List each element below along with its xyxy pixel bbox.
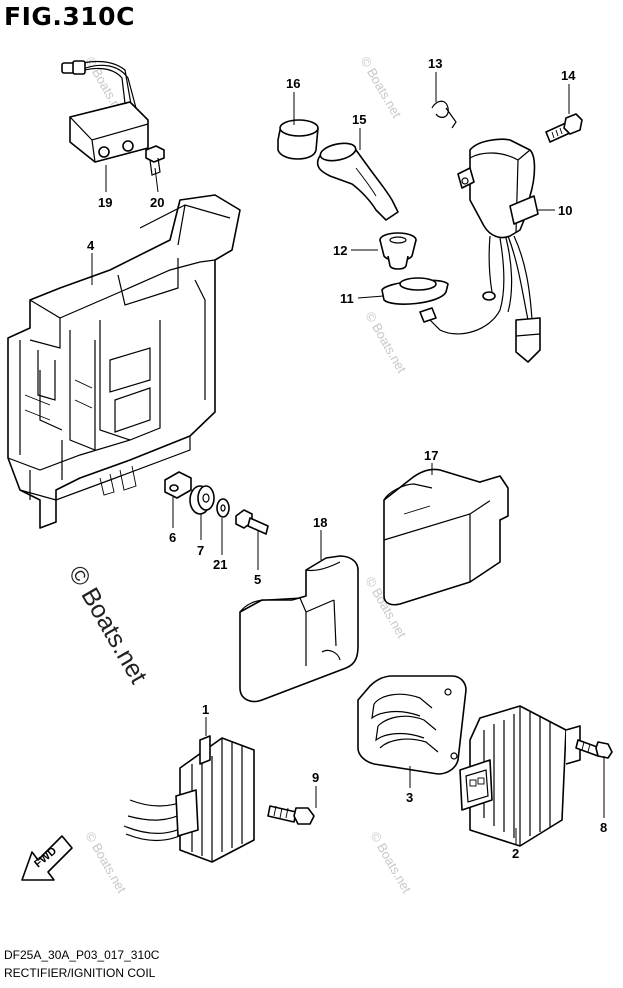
callout-labels: 19 20 4 16 15 13 14 10 12 11 17 18 6 7 2… — [87, 56, 607, 861]
watermark-2: © Boats.net — [362, 309, 409, 376]
callout-4[interactable]: 4 — [87, 238, 95, 253]
diagram-caption: RECTIFIER/IGNITION COIL — [4, 966, 156, 980]
callout-20[interactable]: 20 — [150, 195, 164, 210]
cap-part-16 — [277, 119, 319, 160]
callout-13[interactable]: 13 — [428, 56, 442, 71]
cdi-unit-part-17 — [383, 468, 509, 606]
washer-part-21 — [216, 498, 230, 518]
callout-9[interactable]: 9 — [312, 770, 319, 785]
callout-3[interactable]: 3 — [406, 790, 413, 805]
leader-lines — [91, 72, 605, 844]
callout-14[interactable]: 14 — [561, 68, 576, 83]
bolt-part-9 — [267, 805, 315, 825]
callout-18[interactable]: 18 — [313, 515, 327, 530]
callout-21[interactable]: 21 — [213, 557, 227, 572]
ignition-coil-part-10 — [419, 138, 541, 363]
bracket-part-3 — [357, 675, 467, 775]
callout-16[interactable]: 16 — [286, 76, 300, 91]
figure-title: FIG.310C — [4, 2, 135, 31]
callout-15[interactable]: 15 — [352, 112, 366, 127]
grommet-part-11 — [381, 277, 449, 305]
callout-6[interactable]: 6 — [169, 530, 176, 545]
watermark-large: © Boats.net — [63, 561, 153, 688]
bushing-part-12 — [379, 232, 417, 270]
callout-2[interactable]: 2 — [512, 846, 519, 861]
relay-part-19 — [61, 60, 149, 163]
collar-part-7 — [189, 485, 215, 515]
plug-boot-part-15 — [316, 142, 399, 221]
watermark-4: © Boats.net — [367, 829, 414, 896]
rectifier-part-1 — [123, 735, 255, 863]
callout-11[interactable]: 11 — [340, 291, 354, 306]
callout-19[interactable]: 19 — [98, 195, 112, 210]
bolt-part-14 — [545, 113, 583, 143]
watermark-5: © Boats.net — [82, 829, 129, 896]
rectifier-part-2 — [459, 705, 581, 847]
callout-8[interactable]: 8 — [600, 820, 607, 835]
bolt-part-8 — [575, 739, 613, 759]
grommet-part-6 — [164, 471, 192, 499]
callout-5[interactable]: 5 — [254, 572, 261, 587]
callout-17[interactable]: 17 — [424, 448, 438, 463]
fwd-direction-arrow[interactable]: FWD — [21, 835, 73, 881]
diagram-code: DF25A_30A_P03_017_310C — [4, 948, 160, 962]
watermark-1: © Boats.net — [357, 54, 404, 121]
cover-part-18 — [239, 555, 359, 703]
callout-1[interactable]: 1 — [202, 702, 209, 717]
bracket-housing-part-4 — [7, 194, 241, 529]
clip-part-13 — [431, 100, 457, 129]
bolt-part-5 — [235, 509, 269, 535]
callout-10[interactable]: 10 — [558, 203, 572, 218]
callout-12[interactable]: 12 — [333, 243, 347, 258]
callout-7[interactable]: 7 — [197, 543, 204, 558]
